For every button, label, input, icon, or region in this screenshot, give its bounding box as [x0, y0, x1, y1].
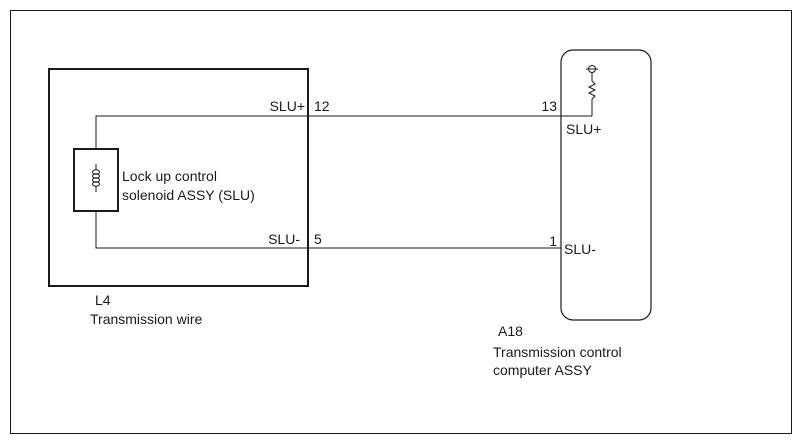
solenoid-label-line1: Lock up control: [122, 168, 217, 184]
a18-pin-slu-plus-signal: SLU+: [566, 121, 601, 137]
a18-pin-slu-plus-number: 13: [541, 98, 557, 114]
l4-pin-slu-minus-signal: SLU-: [268, 231, 300, 247]
a18-pin-slu-minus-number: 1: [549, 233, 557, 249]
a18-name-line2: computer ASSY: [493, 362, 592, 378]
l4-pin-slu-minus-number: 5: [314, 231, 322, 247]
a18-connector-id: A18: [498, 323, 523, 339]
solenoid-body: [73, 148, 119, 212]
a18-name-line1: Transmission control: [493, 344, 622, 360]
a18-pin-slu-minus-signal: SLU-: [564, 241, 596, 257]
solenoid-label-line2: solenoid ASSY (SLU): [122, 187, 255, 203]
internal-wire-slu-minus: [95, 211, 308, 249]
pull-up-resistor-icon: [561, 65, 598, 117]
diagram-frame: [10, 10, 792, 434]
transmission-wire-box: [48, 68, 309, 287]
l4-pin-slu-plus-signal: SLU+: [270, 98, 305, 114]
computer-box: [560, 49, 652, 321]
l4-connector-id: L4: [95, 292, 111, 308]
internal-wire-slu-plus: [95, 115, 308, 149]
l4-pin-slu-plus-number: 12: [314, 98, 330, 114]
l4-connector-name: Transmission wire: [90, 311, 202, 327]
solenoid-coil-icon: [92, 164, 100, 192]
